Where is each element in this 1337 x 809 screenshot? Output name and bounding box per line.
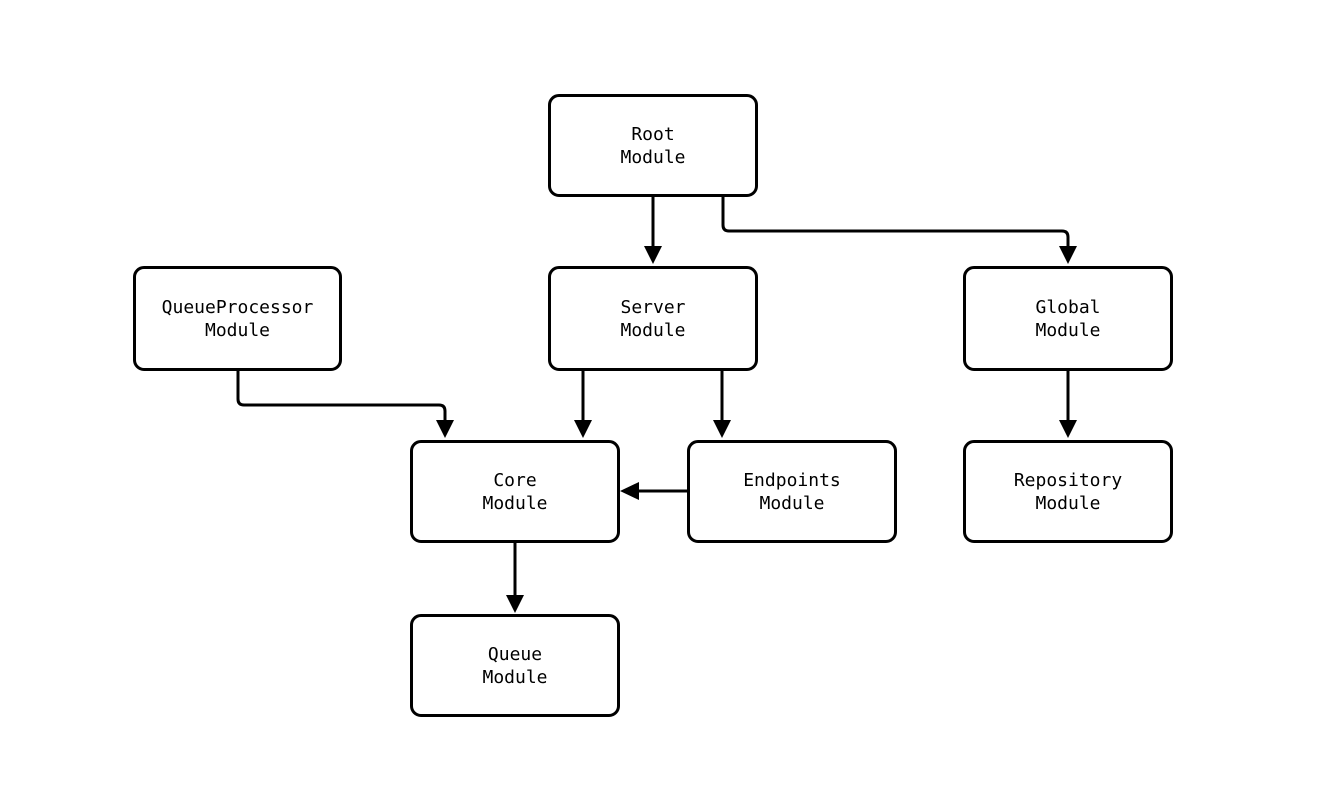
edge-endpoints-to-core xyxy=(620,482,687,500)
node-server-module[interactable]: Server Module xyxy=(548,266,758,371)
node-repository-module[interactable]: Repository Module xyxy=(963,440,1173,543)
edge-server-to-core xyxy=(574,371,592,438)
node-queue-module-label-line2: Module xyxy=(482,666,548,688)
arrowhead-server-to-core xyxy=(574,420,592,438)
node-core-module-label-line2: Module xyxy=(482,492,548,514)
arrowhead-endpoints-to-core xyxy=(620,482,639,500)
arrowhead-queueprocessor-to-core xyxy=(436,420,454,438)
arrowhead-server-to-endpoints xyxy=(713,420,731,438)
node-server-module-label-line2: Module xyxy=(620,319,686,341)
node-queueprocessor-module-label-line1: QueueProcessor xyxy=(161,296,314,318)
node-root-module[interactable]: Root Module xyxy=(548,94,758,197)
node-global-module[interactable]: Global Module xyxy=(963,266,1173,371)
node-queueprocessor-module[interactable]: QueueProcessor Module xyxy=(133,266,342,371)
node-endpoints-module-label-line1: Endpoints xyxy=(743,469,841,491)
node-repository-module-label-line1: Repository xyxy=(1013,469,1123,491)
node-queue-module[interactable]: Queue Module xyxy=(410,614,620,717)
node-core-module-label-line1: Core xyxy=(493,469,537,491)
node-root-module-label-line2: Module xyxy=(620,146,686,168)
node-global-module-label-line2: Module xyxy=(1035,319,1101,341)
node-endpoints-module[interactable]: Endpoints Module xyxy=(687,440,897,543)
node-repository-module-label-line2: Module xyxy=(1035,492,1101,514)
arrowhead-global-to-repository xyxy=(1059,420,1077,438)
node-endpoints-module-label-line2: Module xyxy=(759,492,825,514)
arrowhead-root-to-server xyxy=(644,246,662,264)
edge-global-to-repository xyxy=(1059,371,1077,438)
edge-queueprocessor-to-core xyxy=(236,371,454,438)
arrowhead-root-to-global xyxy=(1059,246,1077,264)
edge-server-to-endpoints xyxy=(713,371,731,438)
edge-root-to-global xyxy=(721,197,1077,264)
node-core-module[interactable]: Core Module xyxy=(410,440,620,543)
edge-core-to-queue xyxy=(506,543,524,613)
node-root-module-label-line1: Root xyxy=(631,123,675,145)
arrowhead-core-to-queue xyxy=(506,595,524,613)
node-queueprocessor-module-label-line2: Module xyxy=(204,319,271,341)
node-global-module-label-line1: Global xyxy=(1035,296,1101,318)
edge-root-to-server xyxy=(644,197,662,264)
node-server-module-label-line1: Server xyxy=(620,296,686,318)
node-queue-module-label-line1: Queue xyxy=(487,643,543,665)
